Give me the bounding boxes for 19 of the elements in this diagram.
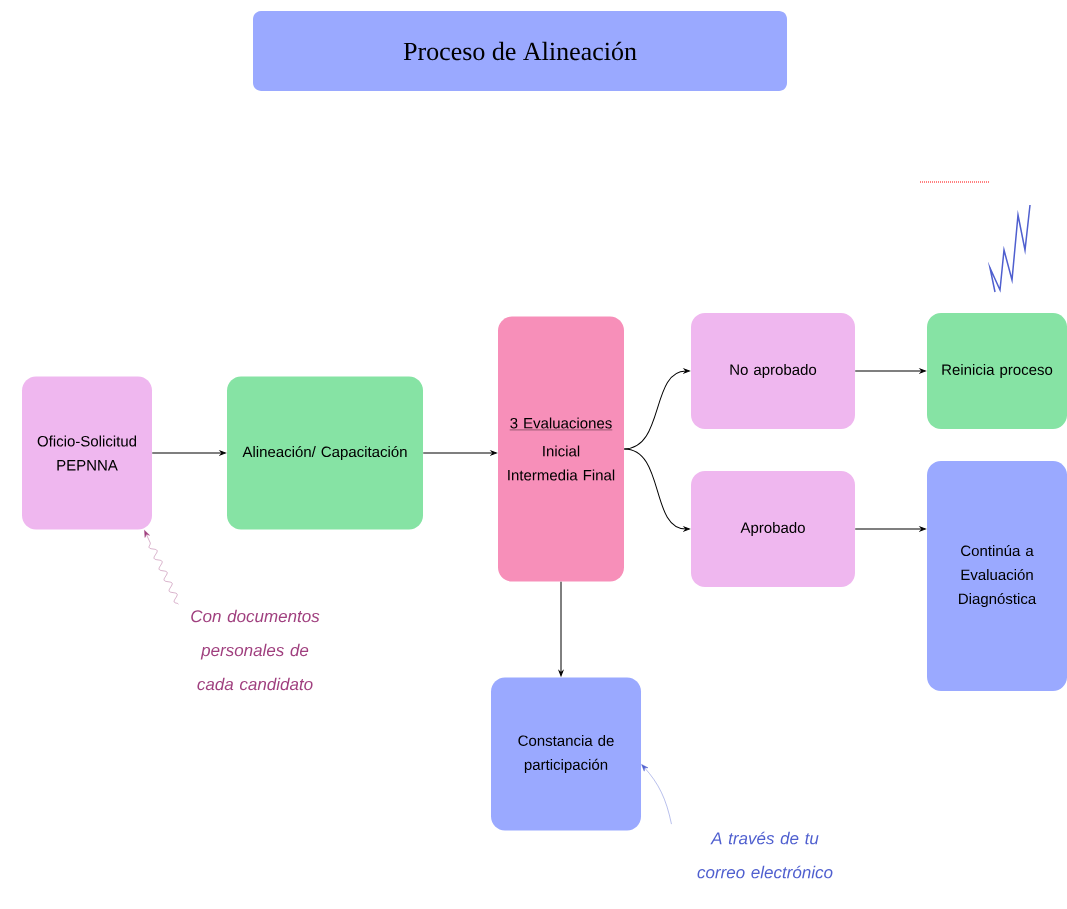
leader-line (144, 530, 179, 605)
process-box: Oficio-Solicitud PEPNNA (22, 376, 152, 530)
arrow (151, 450, 226, 456)
process-box: Reinicia proceso (927, 313, 1067, 429)
handwritten-note: Con documentos personales de cada candidato (191, 609, 320, 691)
process-box: Aprobado (691, 471, 855, 587)
process-box: Continúa a Evaluación Diagnóstica (927, 461, 1067, 691)
process-box: No aprobado (691, 313, 855, 429)
title-box: Proceso de Alineación (253, 11, 787, 91)
arrow (558, 581, 564, 677)
process-box: Alineación/ Capacitación (227, 376, 423, 530)
arrow (623, 448, 690, 532)
handwritten-note: A través de tu correo electrónico (697, 831, 833, 879)
arrow (422, 450, 497, 456)
arrow (854, 526, 926, 532)
process-box: Constancia de participación (491, 677, 641, 831)
process-box: 3 Evaluaciones Inicial Intermedia Final (498, 316, 624, 582)
arrow (854, 368, 926, 374)
leader-line (641, 764, 672, 825)
